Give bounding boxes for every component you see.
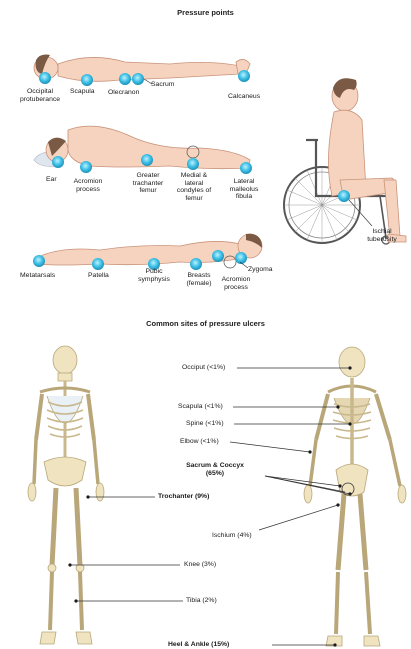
label-metatarsals: Metatarsals xyxy=(20,272,55,280)
malleolus-point xyxy=(240,162,252,174)
breast-point-2 xyxy=(212,250,224,262)
calcaneus-point xyxy=(238,70,250,82)
skeleton-back xyxy=(304,347,406,646)
label-zygoma: Zygoma xyxy=(248,266,273,274)
breast-point-1 xyxy=(190,258,202,270)
label-heel-ankle: Heel & Ankle (15%) xyxy=(168,641,229,649)
label-ulcer-scapula: Scapula (<1%) xyxy=(178,403,223,411)
label-breasts: Breasts(female) xyxy=(184,272,214,287)
patella-point xyxy=(92,258,104,270)
ear-point xyxy=(52,156,64,168)
olecranon-point xyxy=(119,73,131,85)
skeleton-front xyxy=(28,346,104,644)
trochanter-point xyxy=(141,154,153,166)
lateral-body xyxy=(68,126,250,169)
label-elbow: Elbow (<1%) xyxy=(180,438,219,446)
label-scapula: Scapula xyxy=(70,88,95,96)
label-patella: Patella xyxy=(88,272,109,280)
label-spine: Spine (<1%) xyxy=(186,420,224,428)
label-ischium: Ischium (4%) xyxy=(212,532,252,540)
label-calcaneus: Calcaneus xyxy=(228,93,260,101)
label-sacrum: Sacrum xyxy=(151,81,174,89)
scapula-point xyxy=(81,74,93,86)
label-olecranon: Olecranon xyxy=(108,89,139,97)
label-sacrum-coccyx: Sacrum & Coccyx(65%) xyxy=(170,462,260,477)
occipital-point xyxy=(39,72,51,84)
label-ear: Ear xyxy=(46,176,57,184)
label-trochanter: Trochanter (9%) xyxy=(158,493,209,501)
label-occiput: Occiput (<1%) xyxy=(182,364,225,372)
acromion-point xyxy=(80,161,92,173)
lateral-condyle-point xyxy=(187,158,199,170)
ischial-point xyxy=(338,190,350,202)
label-tibia: Tibia (2%) xyxy=(186,597,217,605)
sacrum-point xyxy=(132,73,144,85)
metatarsals-point xyxy=(33,255,45,267)
prone-figure xyxy=(36,234,262,265)
wheelchair-figure xyxy=(284,78,406,244)
label-knee: Knee (3%) xyxy=(184,561,216,569)
zygoma-point xyxy=(235,252,247,264)
